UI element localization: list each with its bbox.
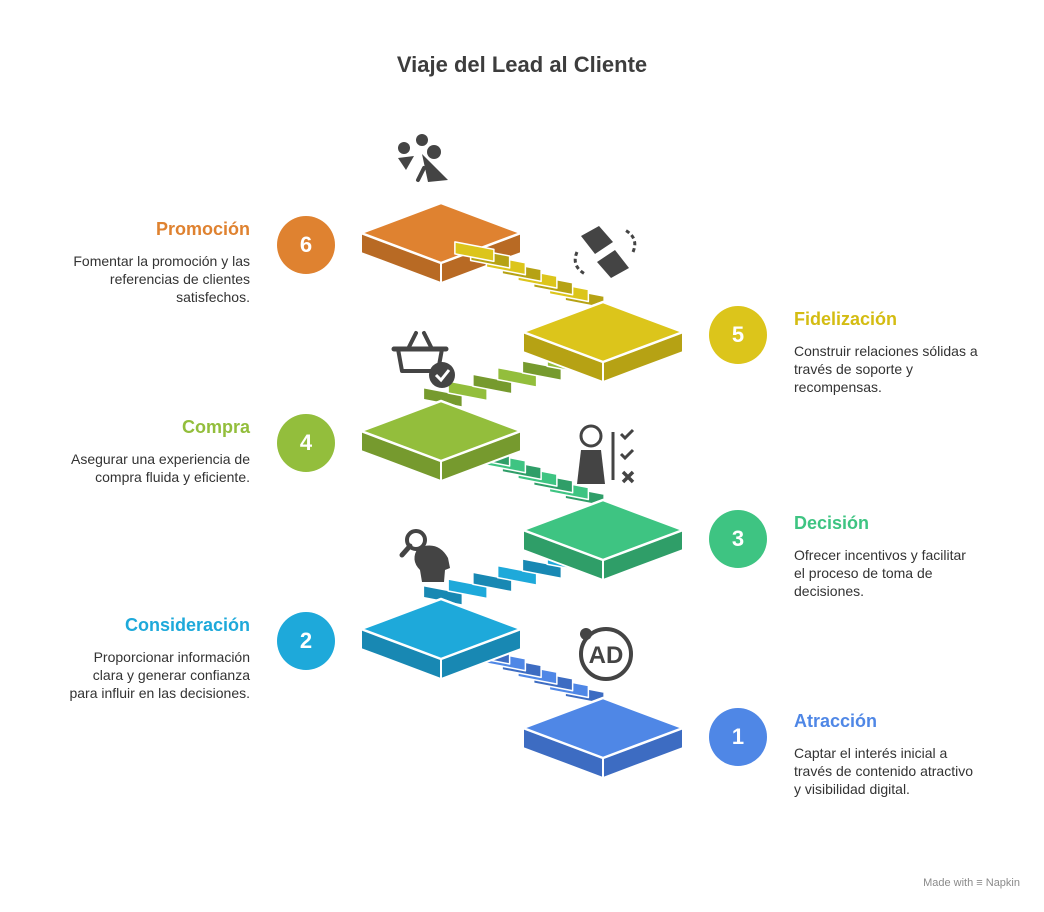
stage-3-description: Ofrecer incentivos y facilitar el proces… [794, 547, 966, 599]
stage-2-badge: 2 [277, 612, 335, 670]
footer-branding: Made with ≡ Napkin [923, 877, 1020, 889]
stage-5-platform [521, 300, 685, 383]
stage-3-badge: 3 [709, 510, 767, 568]
stage-2-description: Proporcionar información clara y generar… [69, 649, 250, 701]
stage-6-badge: 6 [277, 216, 335, 274]
napkin-logo-icon: ≡ [976, 877, 983, 889]
stage-1-badge: 1 [709, 708, 767, 766]
stage-6-title: Promoción [155, 219, 250, 239]
napkin-brand: Napkin [985, 877, 1020, 889]
megaphone-people-icon [398, 134, 448, 182]
handshake-icon [573, 226, 637, 278]
head-search-icon [399, 529, 450, 582]
stage-2-text: Consideración Proporcionar información c… [65, 614, 250, 702]
stage-5-description: Construir relaciones sólidas a través de… [794, 343, 978, 395]
stage-4-description: Asegurar una experiencia de compra fluid… [70, 451, 250, 485]
diagram-title: Viaje del Lead al Cliente [396, 52, 648, 77]
stage-1-description: Captar el interés inicial a través de co… [794, 745, 973, 797]
basket-check-icon [391, 331, 455, 388]
stage-6-description: Fomentar la promoción y las referencias … [73, 253, 250, 305]
svg-text:AD: AD [589, 642, 624, 669]
stage-5-title: Fidelización [794, 309, 898, 329]
made-with-label: Made with [923, 877, 974, 889]
stairs-5-to-6 [454, 241, 605, 309]
stage-3-title: Decisión [794, 513, 870, 533]
ad-icon: AD [579, 627, 633, 681]
stage-2-title: Consideración [124, 615, 250, 635]
person-checklist-icon [577, 424, 635, 484]
stage-4-title: Compra [181, 417, 250, 437]
stage-5-badge: 5 [709, 306, 767, 364]
stage-1-text: Atracción Captar el interés inicial a tr… [794, 710, 979, 798]
stage-1-platform [521, 696, 685, 779]
stage-4-text: Compra Asegurar una experiencia de compr… [65, 416, 250, 486]
stage-6-platform [359, 201, 523, 284]
stage-6-text: Promoción Fomentar la promoción y las re… [65, 218, 250, 306]
stage-3-text: Decisión Ofrecer incentivos y facilitar … [794, 512, 979, 600]
stage-5-text: Fidelización Construir relaciones sólida… [794, 308, 979, 396]
stage-2-platform [359, 597, 523, 680]
stage-3-platform [521, 498, 685, 581]
stage-1-title: Atracción [794, 711, 878, 731]
stage-4-platform [359, 399, 523, 482]
stage-4-badge: 4 [277, 414, 335, 472]
